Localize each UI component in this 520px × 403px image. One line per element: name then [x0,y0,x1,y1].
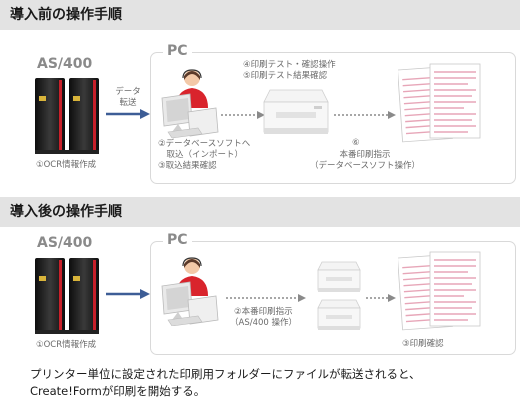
form-sheet-icon [398,63,481,143]
footer-caption-line1: プリンター単位に設定された印刷用フォルダーにファイルが転送されると、 [30,367,421,381]
before-arrow-to-printer [221,111,265,119]
computer-icon [161,281,219,326]
before-step-5: ⑤印刷テスト結果確認 [243,71,328,81]
after-arrow-to-forms [366,294,396,302]
after-arrow-to-printers [226,294,306,302]
form-sheet-icon [398,251,481,331]
before-pc-label: PC [163,43,192,59]
server-icon [35,258,99,334]
after-step-2-line1: ②本番印刷指示 [234,307,293,317]
before-step-6-line2: （データベースソフト操作） [309,161,421,171]
after-step-2-line2: （AS/400 操作） [230,318,298,328]
transfer-arrow-icon [106,109,150,119]
before-transfer-label-line1: データ [115,87,141,97]
before-step-6-line1: 本番印刷指示 [339,150,391,160]
after-server-label: AS/400 [37,235,93,251]
after-section-header: 導入後の操作手順 [0,197,520,227]
before-server-caption: ①OCR情報作成 [36,160,97,170]
before-step-2-line1: ②データベースソフトへ [158,139,251,149]
printer-icon [317,261,361,292]
before-step-2-line2: 取込（インポート） [158,150,244,160]
before-server-label: AS/400 [37,56,93,72]
before-section-header: 導入前の操作手順 [0,0,520,30]
before-step-4: ④印刷テスト・確認操作 [243,60,336,70]
before-transfer-label-line2: 転送 [119,98,137,108]
after-server-caption: ①OCR情報作成 [36,340,97,350]
before-step-3: ③取込結果確認 [158,161,217,171]
computer-icon [161,93,219,138]
after-pc-label: PC [163,232,192,248]
footer-caption-line2: Create!Formが印刷を開始する。 [30,384,206,398]
after-section-title: 導入後の操作手順 [10,204,122,220]
transfer-arrow-icon [106,289,150,299]
before-section-title: 導入前の操作手順 [10,7,122,23]
before-arrow-to-forms [334,111,396,119]
printer-icon [317,299,361,330]
before-step-6-number: ⑥ [352,138,360,148]
printer-icon [263,89,329,134]
server-icon [35,78,99,154]
after-step-3: ③印刷確認 [402,339,444,349]
